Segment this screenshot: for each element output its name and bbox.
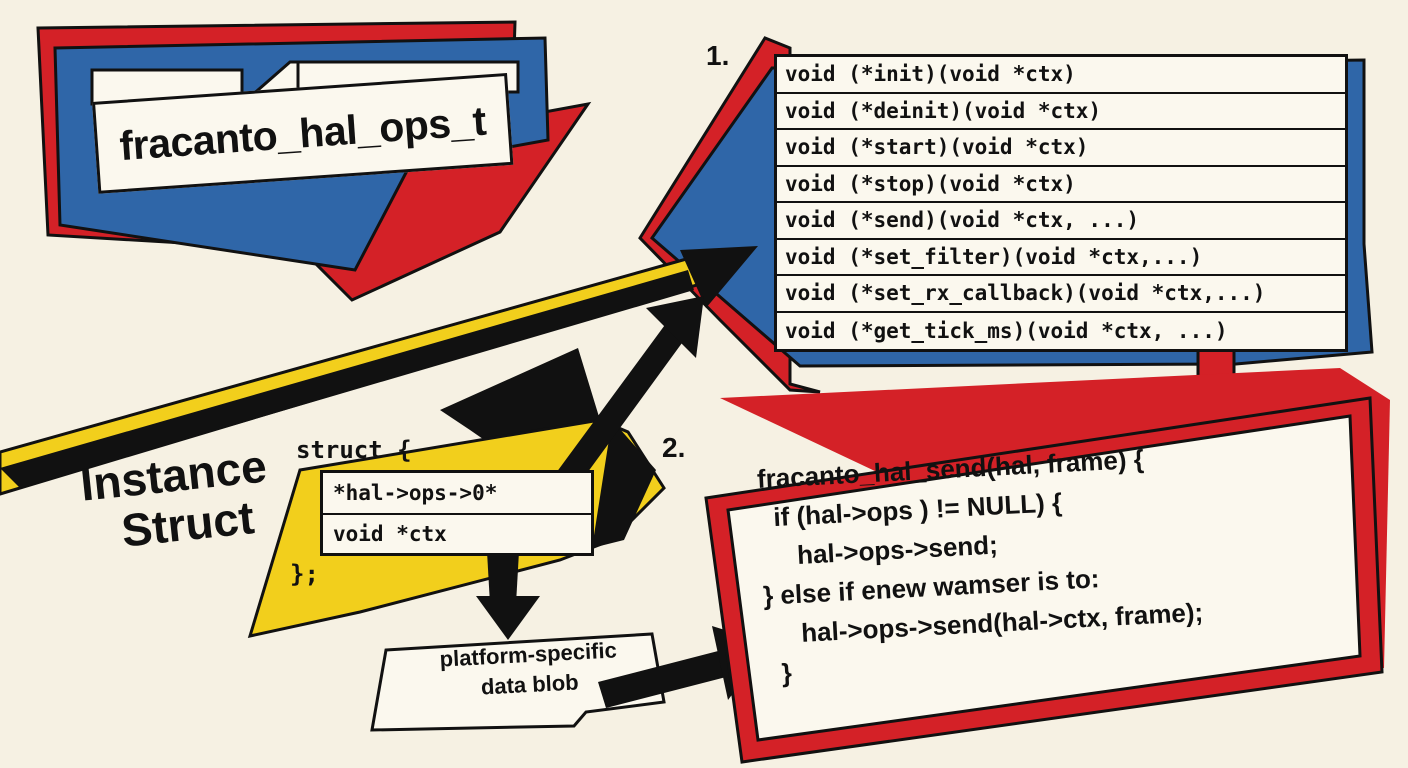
struct-open: struct { (296, 436, 412, 464)
marker-two: 2. (662, 432, 686, 463)
data-blob-box (370, 632, 666, 732)
struct-field-ctx: void *ctx (323, 513, 591, 553)
struct-close: }; (290, 560, 319, 588)
struct-field-ops: *hal->ops->0* (333, 481, 498, 505)
code-panel (726, 414, 1362, 742)
arrow-two-shaft (545, 318, 690, 502)
blob-arrow-head (476, 596, 540, 640)
ops-row: void (*deinit)(void *ctx) (777, 94, 1345, 130)
title-text: fracanto_hal_ops_t (118, 97, 488, 169)
struct-black-wedge (592, 420, 656, 548)
struct-box: *hal->ops->0* void *ctx (320, 470, 594, 556)
code-block: fracanto_hal_send(hal, frame) { if (hal-… (756, 430, 1349, 694)
ops-row: void (*start)(void *ctx) (777, 130, 1345, 167)
ops-row: void (*stop)(void *ctx) (777, 167, 1345, 203)
ops-row: void (*set_filter)(void *ctx,...) (777, 240, 1345, 276)
arrow-two-head (646, 296, 704, 358)
ops-table: void (*init)(void *ctx) void (*deinit)(v… (774, 54, 1348, 352)
ops-row: void (*get_tick_ms)(void *ctx, ...) (785, 318, 1228, 343)
long-arrow-head (680, 246, 758, 308)
marker-one: 1. (706, 40, 730, 71)
code-arrow-shaft (598, 650, 730, 708)
long-black-arrow-shaft (0, 270, 694, 488)
ops-row: void (*send)(void *ctx, ...) (777, 203, 1345, 240)
ops-row: void (*set_rx_callback)(void *ctx,...) (777, 276, 1345, 313)
ops-row: void (*init)(void *ctx) (777, 57, 1345, 94)
